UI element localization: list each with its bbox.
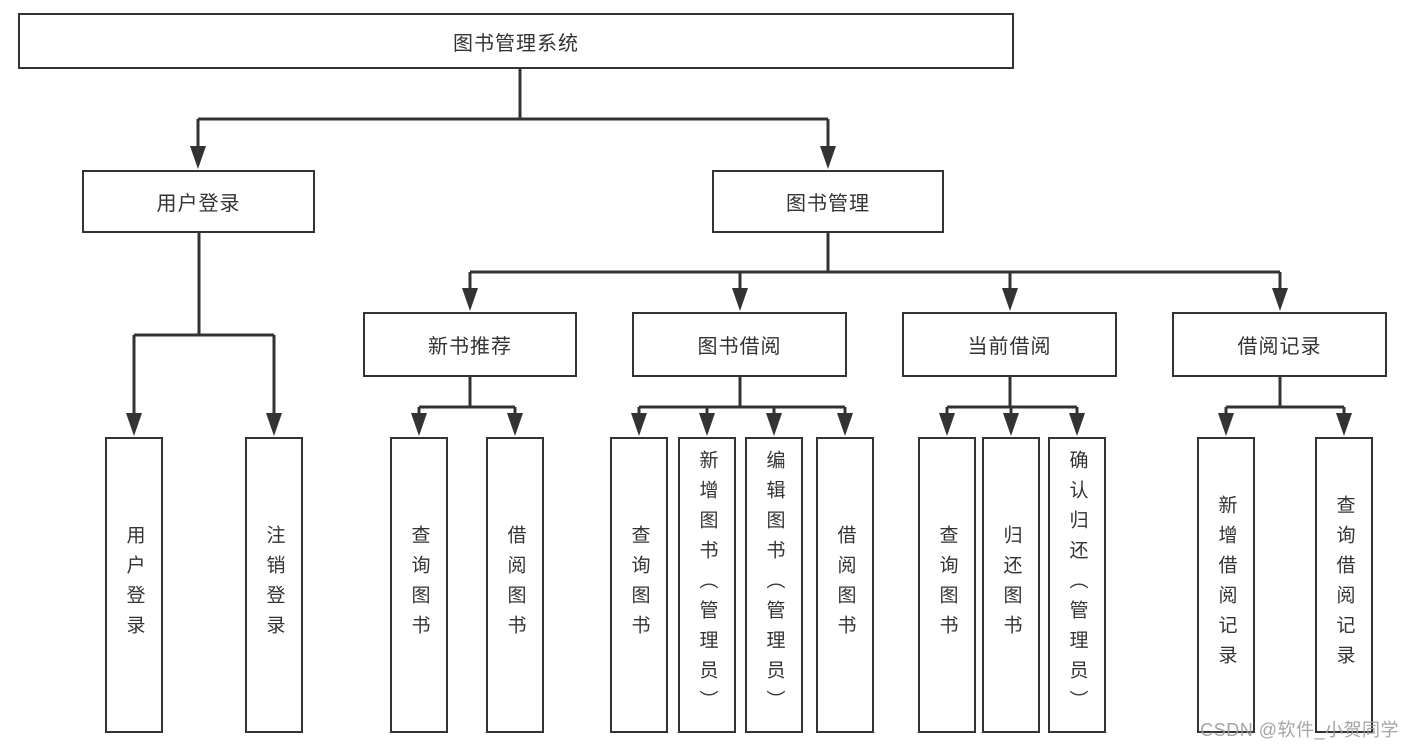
node-label: 图书管理系统 [453,32,579,55]
leaf-user-login: 用户登录 [105,437,163,733]
leaf-confirm-return-admin: 确认归还（管理员） [1048,437,1106,733]
node-label: 借阅图书 [504,525,526,645]
node-label: 用户登录 [156,193,241,215]
leaf-borrow-books: 借阅图书 [816,437,874,733]
node-label: 查询图书 [936,525,958,645]
leaf-query-borrow-record: 查询借阅记录 [1315,437,1373,733]
node-current-borrow: 当前借阅 [902,312,1117,377]
csdn-watermark: CSDN @软件_小贺同学 [1200,720,1399,740]
leaf-borrow-books-recommend: 借阅图书 [486,437,544,733]
node-label: 注销登录 [263,525,285,645]
leaf-add-book-admin: 新增图书（管理员） [678,437,736,733]
node-label: 新书推荐 [428,336,512,358]
leaf-logout-login: 注销登录 [245,437,303,733]
node-label: 图书借阅 [697,336,782,358]
node-label: 当前借阅 [967,336,1052,358]
node-new-book-recommend: 新书推荐 [363,312,577,377]
node-root-library-system: 图书管理系统 [18,13,1014,69]
node-label: 图书管理 [786,193,870,215]
node-label: 确认归还（管理员） [1066,450,1088,720]
leaf-query-books-recommend: 查询图书 [390,437,448,733]
arrowheads [126,146,1352,436]
node-label: 借阅图书 [834,525,856,645]
leaf-add-borrow-record: 新增借阅记录 [1197,437,1255,733]
leaf-query-books-current: 查询图书 [918,437,976,733]
node-label: 用户登录 [123,525,145,645]
leaf-query-books-borrow: 查询图书 [610,437,668,733]
node-borrow-records: 借阅记录 [1172,312,1387,377]
node-label: 新增图书（管理员） [696,450,718,720]
node-user-login: 用户登录 [82,170,315,233]
node-label: 编辑图书（管理员） [763,450,785,720]
node-book-management: 图书管理 [712,170,944,233]
node-label: 新增借阅记录 [1215,495,1237,675]
node-book-borrow: 图书借阅 [632,312,847,377]
node-label: 查询图书 [408,525,430,645]
node-label: 借阅记录 [1237,336,1322,358]
node-label: 查询借阅记录 [1333,495,1355,675]
node-label: 归还图书 [1000,525,1022,645]
leaf-return-book: 归还图书 [982,437,1040,733]
leaf-edit-book-admin: 编辑图书（管理员） [745,437,803,733]
node-label: 查询图书 [628,525,650,645]
